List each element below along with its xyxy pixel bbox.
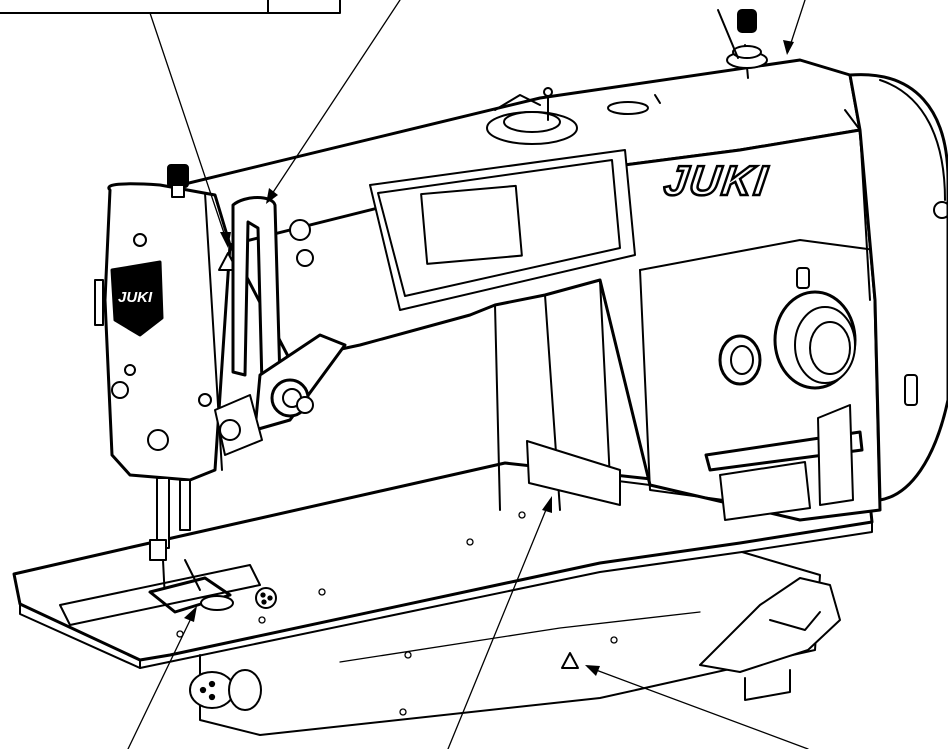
leader-thread-take-up-cover bbox=[267, 0, 401, 201]
callout-box-top-left bbox=[0, 0, 341, 14]
arrowhead-face-plate bbox=[220, 232, 231, 248]
usb-port bbox=[904, 374, 918, 406]
bobbin-winder bbox=[486, 87, 661, 145]
thread-take-up-cover bbox=[231, 196, 282, 387]
stitch-length-dial bbox=[773, 267, 857, 390]
needle-bar bbox=[149, 477, 191, 601]
hand-wheel bbox=[848, 73, 948, 502]
arrowhead-take-up bbox=[266, 188, 278, 204]
face-plate-brand-logo: JUKI bbox=[118, 289, 153, 306]
stitch-lock-knob bbox=[718, 334, 762, 386]
leader-face-plate-warning bbox=[149, 12, 229, 246]
face-plate: JUKI bbox=[94, 164, 232, 482]
arm-label-plate bbox=[526, 440, 621, 506]
reverse-lever bbox=[704, 404, 864, 521]
thread-tension-assembly bbox=[198, 219, 347, 456]
head-brand-logo: JUKI bbox=[661, 157, 771, 204]
arrowhead-arm-label bbox=[542, 496, 552, 513]
bed-warning-triangle bbox=[561, 652, 579, 669]
arrowhead-needle-plate bbox=[184, 606, 197, 622]
top-cover bbox=[369, 149, 636, 311]
leader-bed-warning bbox=[587, 666, 809, 749]
arrowhead-top-cover bbox=[783, 40, 794, 55]
table-top bbox=[12, 461, 874, 736]
arrowhead-bed-warning bbox=[585, 665, 600, 676]
leader-arm-label-plate bbox=[447, 499, 551, 749]
needle-plate bbox=[59, 564, 277, 626]
operation-panel-screen bbox=[420, 184, 523, 265]
under-bed-motor bbox=[699, 577, 841, 701]
thread-tension-top bbox=[717, 9, 768, 79]
bed-rollers bbox=[189, 669, 262, 711]
leader-needle-plate bbox=[127, 609, 196, 749]
